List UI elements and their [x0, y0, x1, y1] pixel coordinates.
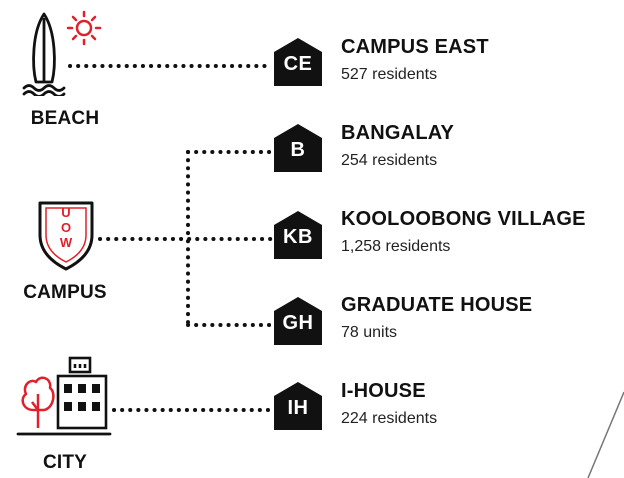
residence-count-i-house: 224 residents: [341, 410, 438, 427]
residence-badge-ih: IH: [272, 380, 324, 432]
house-icon: [274, 38, 322, 86]
residence-name-kooloobong-village: KOOLOOBONG VILLAGE: [341, 208, 586, 230]
shield-letter-w: W: [59, 235, 73, 250]
residence-badge-gh: GH: [272, 295, 324, 347]
residence-name-campus-east: CAMPUS EAST: [341, 36, 489, 58]
residence-name-bangalay: BANGALAY: [341, 122, 455, 144]
house-icon: [274, 297, 322, 345]
house-icon: [274, 211, 322, 259]
residence-code: B: [290, 139, 306, 161]
residence-code: CE: [283, 53, 313, 75]
residence-code: KB: [283, 226, 313, 248]
residence-code: GH: [282, 312, 314, 334]
city-buildings-tree-icon: [14, 354, 114, 440]
surfboard-sun-icon: [22, 8, 106, 98]
house-icon: [274, 124, 322, 172]
location-label-campus: CAMPUS: [23, 282, 107, 303]
residence-count-campus-east: 527 residents: [341, 66, 438, 83]
location-label-city: CITY: [42, 452, 88, 473]
residence-count-kooloobong-village: 1,258 residents: [341, 238, 451, 255]
residence-count-bangalay: 254 residents: [341, 152, 438, 169]
residence-code: IH: [287, 397, 309, 419]
decorative-diagonal-line: [587, 391, 624, 478]
shield-letter-o: O: [60, 220, 72, 235]
shield-letter-u: U: [61, 205, 71, 220]
house-icon: [274, 382, 322, 430]
location-label-beach: BEACH: [30, 108, 100, 129]
uow-shield-icon: U O W: [34, 195, 98, 271]
residence-badge-b: B: [272, 122, 324, 174]
residence-badge-ce: CE: [272, 36, 324, 88]
residence-name-i-house: I-HOUSE: [341, 380, 426, 402]
residence-badge-kb: KB: [272, 209, 324, 261]
residence-count-graduate-house: 78 units: [341, 324, 398, 341]
residence-name-graduate-house: GRADUATE HOUSE: [341, 294, 533, 316]
